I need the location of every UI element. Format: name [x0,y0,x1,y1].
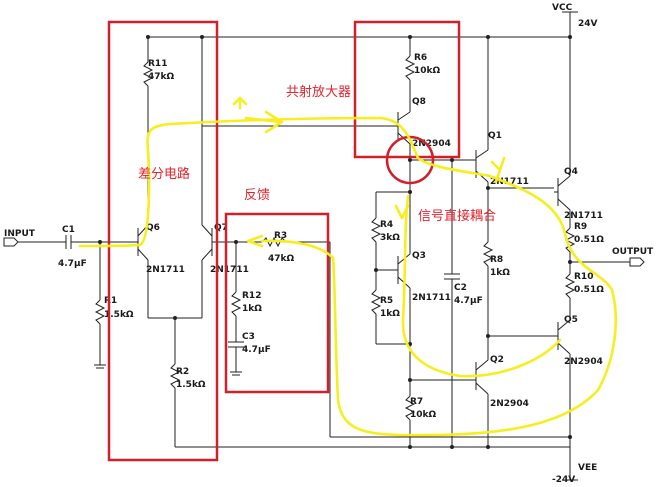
svg-text:2N1711: 2N1711 [146,265,185,275]
svg-text:R12: R12 [242,291,261,301]
svg-text:4.7µF: 4.7µF [454,296,483,306]
junction-dots [98,35,572,449]
svg-text:C1: C1 [62,225,75,235]
transistor-q4 [554,37,571,211]
svg-text:Q7: Q7 [214,223,228,233]
svg-text:1.5kΩ: 1.5kΩ [104,310,134,320]
capacitor-c3 [228,341,244,376]
svg-text:0.51Ω: 0.51Ω [574,285,604,295]
svg-text:Q3: Q3 [412,251,426,261]
resistor-r6 [404,37,416,112]
resistor-r12 [230,242,242,342]
svg-text:R9: R9 [574,222,587,232]
svg-text:1.5kΩ: 1.5kΩ [176,380,206,390]
common-emitter-box [353,20,461,159]
component-labels: VCC 24V VEE -24V INPUT OUTPUT C1 4.7µF R… [4,3,654,485]
svg-text:2N1711: 2N1711 [210,265,249,275]
svg-text:2N1711: 2N1711 [564,211,603,221]
svg-text:R8: R8 [490,255,503,265]
svg-text:R1: R1 [104,296,117,306]
svg-text:R2: R2 [176,367,189,377]
svg-text:R10: R10 [574,272,593,282]
transistor-q5 [488,319,571,447]
svg-text:1kΩ: 1kΩ [490,268,510,278]
vee-value: -24V [552,475,575,485]
transistor-q3 [376,192,411,380]
vcc-label: VCC [552,3,573,13]
svg-text:2N1711: 2N1711 [490,177,529,187]
svg-text:4.7µF: 4.7µF [242,345,271,355]
signal-path-highlight [78,96,617,437]
svg-text:47kΩ: 47kΩ [268,254,295,264]
transistor-q2 [475,350,489,447]
vcc-value: 24V [578,19,598,29]
resistor-r4 [370,191,410,290]
differential-annotation: 差分电路 [138,166,190,182]
coupling-circle [385,135,435,185]
svg-text:2N2904: 2N2904 [490,399,529,409]
differential-box [107,20,219,462]
resistor-r7 [404,379,476,447]
capacitor-c2 [444,160,460,447]
resistor-r10 [564,262,576,320]
output-label: OUTPUT [612,247,654,257]
svg-text:R11: R11 [148,59,167,69]
svg-text:Q5: Q5 [564,315,578,325]
svg-text:Q2: Q2 [490,355,504,365]
vee-label: VEE [578,463,597,473]
feedback-box [224,212,330,394]
svg-text:C2: C2 [454,283,467,293]
transistor-q7 [201,37,236,318]
svg-text:4.7µF: 4.7µF [58,259,87,269]
svg-text:R6: R6 [414,53,427,63]
svg-text:2N2904: 2N2904 [564,357,603,367]
svg-text:Q6: Q6 [146,223,160,233]
svg-text:0.51Ω: 0.51Ω [574,235,604,245]
svg-text:R3: R3 [274,231,287,241]
common-emitter-annotation: 共射放大器 [286,84,351,100]
transistor-q8 [202,111,411,192]
svg-text:1kΩ: 1kΩ [380,309,400,319]
direct-coupling-annotation: 信号直接耦合 [418,208,496,224]
svg-text:Q1: Q1 [488,131,502,141]
svg-text:Q4: Q4 [564,167,578,177]
feedback-annotation: 反馈 [244,188,270,203]
svg-text:10kΩ: 10kΩ [410,410,437,420]
svg-text:2N2904: 2N2904 [412,139,451,149]
input-port [3,237,66,247]
svg-text:C3: C3 [242,332,255,342]
svg-text:10kΩ: 10kΩ [414,66,441,76]
svg-text:1kΩ: 1kΩ [242,304,262,314]
svg-text:R4: R4 [380,220,393,230]
svg-text:2N1711: 2N1711 [412,293,451,303]
svg-text:R5: R5 [380,296,393,306]
input-label: INPUT [4,229,36,239]
resistor-r1 [94,242,106,369]
vcc-rail [148,11,578,38]
svg-text:Q8: Q8 [412,97,426,107]
vee-rail [175,250,578,481]
svg-text:47kΩ: 47kΩ [148,72,175,82]
svg-text:R7: R7 [410,397,423,407]
svg-text:3kΩ: 3kΩ [380,233,400,243]
resistor-r5 [370,289,410,345]
